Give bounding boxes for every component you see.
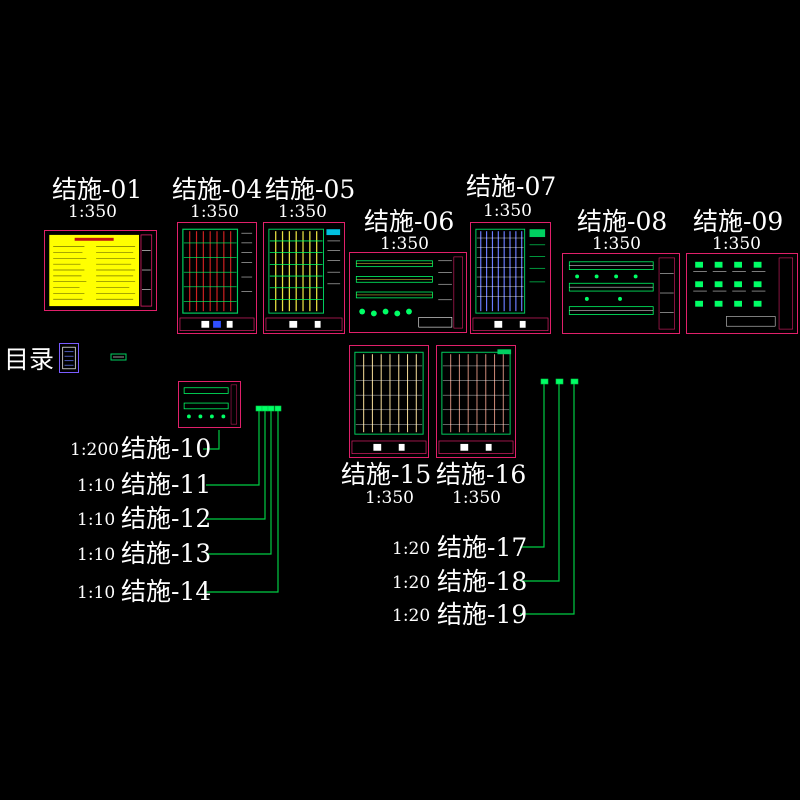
- sheet-title-04: 结施-04: [172, 175, 263, 204]
- sheet-scale-01: 1:350: [68, 202, 117, 222]
- sheet-scale-05: 1:350: [278, 202, 327, 222]
- catalog-thumbnail[interactable]: [59, 343, 79, 373]
- sheet-title-05: 结施-05: [265, 175, 356, 204]
- sheet-scale-17: 1:20: [392, 539, 431, 559]
- sheet-thumbnail-06[interactable]: [349, 252, 467, 333]
- sheet-title-19: 结施-19: [437, 600, 528, 629]
- sheet-title-14: 结施-14: [121, 577, 212, 606]
- section-drawing: [568, 257, 675, 330]
- sheet-title-11: 结施-11: [121, 470, 212, 499]
- sheet-scale-11: 1:10: [77, 476, 116, 496]
- sheet-scale-12: 1:10: [77, 510, 116, 530]
- sheet-title-01: 结施-01: [52, 175, 143, 204]
- beam-plan-drawing: [265, 228, 343, 332]
- catalog-drawing: [62, 346, 76, 370]
- sheet-title-18: 结施-18: [437, 567, 528, 596]
- detail-sheet-drawing: [183, 384, 238, 425]
- truss-plan-drawing: [472, 228, 549, 332]
- sheet-title-10: 结施-10: [121, 434, 212, 463]
- general-notes-drawing: [49, 234, 153, 307]
- grid-plan-drawing: [179, 228, 255, 331]
- sheet-title-15: 结施-15: [341, 460, 432, 489]
- sheet-title-08: 结施-08: [577, 207, 668, 236]
- sheet-thumbnail-09[interactable]: [686, 253, 798, 334]
- purlin-plan-drawing: [351, 351, 427, 455]
- sheet-scale-18: 1:20: [392, 573, 431, 593]
- sheet-scale-06: 1:350: [380, 234, 429, 254]
- sheet-thumbnail-10[interactable]: [178, 381, 241, 428]
- node-details-drawing: [693, 257, 794, 330]
- sheet-scale-13: 1:10: [77, 545, 116, 565]
- sheet-thumbnail-07[interactable]: [470, 222, 551, 334]
- sheet-thumbnail-01[interactable]: [44, 230, 157, 311]
- sheet-title-06: 结施-06: [364, 207, 455, 236]
- sheet-title-12: 结施-12: [121, 504, 212, 533]
- sheet-scale-09: 1:350: [712, 234, 761, 254]
- sheet-scale-10: 1:200: [70, 440, 119, 460]
- sheet-scale-07: 1:350: [483, 201, 532, 221]
- sheet-scale-08: 1:350: [592, 234, 641, 254]
- sheet-scale-19: 1:20: [392, 606, 431, 626]
- sheet-title-17: 结施-17: [437, 533, 528, 562]
- sheet-title-07: 结施-07: [466, 172, 557, 201]
- roof-bracing-drawing: [438, 349, 514, 455]
- sheet-title-13: 结施-13: [121, 539, 212, 568]
- sheet-thumbnail-15[interactable]: [349, 345, 429, 458]
- sheet-thumbnail-08[interactable]: [562, 253, 680, 334]
- sheet-scale-14: 1:10: [77, 583, 116, 603]
- sheet-thumbnail-04[interactable]: [177, 222, 257, 334]
- sheet-thumbnail-05[interactable]: [263, 222, 345, 334]
- sheet-title-16: 结施-16: [436, 460, 527, 489]
- small-detail-block[interactable]: [110, 352, 128, 362]
- catalog-label: 目录: [4, 345, 55, 374]
- sheet-title-09: 结施-09: [693, 207, 784, 236]
- sheet-thumbnail-16[interactable]: [436, 345, 516, 458]
- sheet-scale-15: 1:350: [365, 488, 414, 508]
- elevation-drawing: [355, 256, 463, 329]
- sheet-scale-16: 1:350: [452, 488, 501, 508]
- sheet-scale-04: 1:350: [190, 202, 239, 222]
